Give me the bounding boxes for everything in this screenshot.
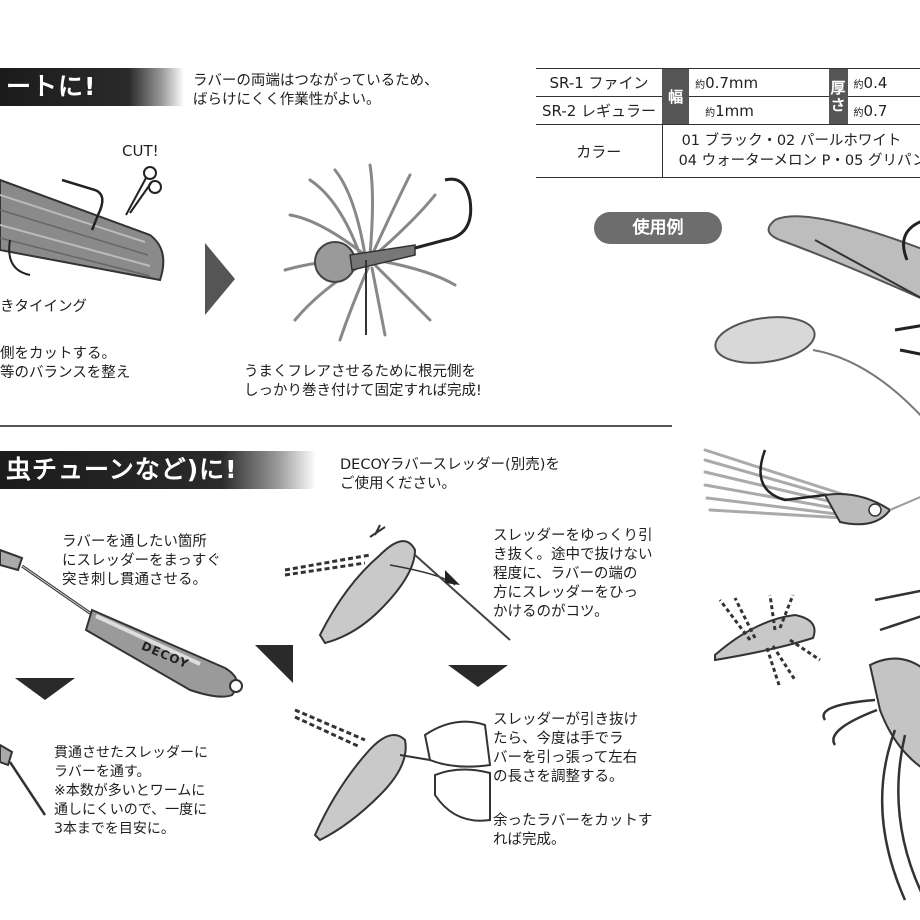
step-e-text: 余ったラバーをカットす れば完成。 xyxy=(493,813,653,848)
thick-header: 厚さ xyxy=(828,68,848,125)
width-sr1: 約0.7mm xyxy=(689,68,829,97)
color-line-1: 01 ブラック・02 パールホワイト xyxy=(681,133,902,149)
step-arrow-down-icon-2 xyxy=(448,665,508,687)
spec-row-sr1: SR-1 ファイン 幅 約0.7mm 厚さ 約0.4 xyxy=(536,68,920,125)
color-header: カラー xyxy=(536,124,663,178)
section1-title-banner: ートに! xyxy=(0,68,184,106)
hand-pulling-rubber-illustration xyxy=(294,708,492,842)
model-sr2: SR-2 レギュラー xyxy=(536,96,663,125)
threader-with-rubber-illustration xyxy=(0,743,47,816)
rubber-jig-illustration xyxy=(283,163,473,342)
spec-table: SR-1 ファイン 幅 約0.7mm 厚さ 約0.4 SR-2 レギュラー 約1… xyxy=(536,68,920,178)
step-a-text: ラバーを通したい箇所 にスレッダーをまっすぐ 突き刺し貫通させる。 xyxy=(62,534,221,588)
spec-row-color: カラー 01 ブラック・02 パールホワイト 04 ウォーターメロン P・05 … xyxy=(536,124,920,178)
step1-text: 側をカットする。 等のバランスを整え xyxy=(0,346,131,381)
step-arrow-down-icon-1 xyxy=(15,678,75,700)
step2-text: うまくフレアさせるために根元側を しっかり巻き付けて固定すれば完成! xyxy=(244,364,482,399)
width-sr2: 約1mm xyxy=(689,96,829,125)
cut-label: CUT! xyxy=(122,142,159,160)
usage-label: 使用例 xyxy=(594,212,722,244)
model-sr1: SR-1 ファイン xyxy=(536,68,663,97)
step-d-text: スレッダーが引き抜け たら、今度は手でラ バーを引っ張って左右 の長さを調整する… xyxy=(493,712,638,785)
scissors-icon xyxy=(125,166,162,216)
section1-title: ートに! xyxy=(6,72,97,101)
step-arrow-right-icon xyxy=(205,243,235,315)
step-b-text: 貫通させたスレッダーに ラバーを通す。 ※本数が多いとワームに 通しにくいので、… xyxy=(54,745,208,837)
threader-tool-illustration xyxy=(0,548,243,698)
tying-label: きタイイング xyxy=(0,299,87,315)
section2-intro: DECOYラバースレッダー(別売)を ご使用ください。 xyxy=(340,457,560,492)
section2-title: 虫チューンなど)に! xyxy=(6,455,238,484)
section-divider xyxy=(0,425,672,427)
spec-row-sr2: SR-2 レギュラー 約1mm 約0.7 xyxy=(536,96,920,125)
usage-example-lures-illustration xyxy=(703,215,920,901)
rubber-strip-illustration xyxy=(0,178,165,282)
width-header: 幅 xyxy=(662,68,690,125)
thick-sr1: 約0.4 xyxy=(847,68,920,97)
color-line-2: 04 ウォーターメロン P・05 グリパン xyxy=(678,153,920,169)
thick-sr2: 約0.7 xyxy=(847,96,920,125)
section2-title-banner: 虫チューンなど)に! xyxy=(0,451,316,489)
color-list: 01 ブラック・02 パールホワイト 04 ウォーターメロン P・05 グリパン xyxy=(662,124,920,178)
step-arrow-diagonal-icon xyxy=(255,645,293,683)
worm-threading-illustration xyxy=(284,524,511,645)
step-c-text: スレッダーをゆっくり引 き抜く。途中で抜けない 程度に、ラバーの端の 方にスレッ… xyxy=(493,528,653,620)
section1-note: ラバーの両端はつながっているため、 ばらけにくく作業性がよい。 xyxy=(193,73,439,108)
